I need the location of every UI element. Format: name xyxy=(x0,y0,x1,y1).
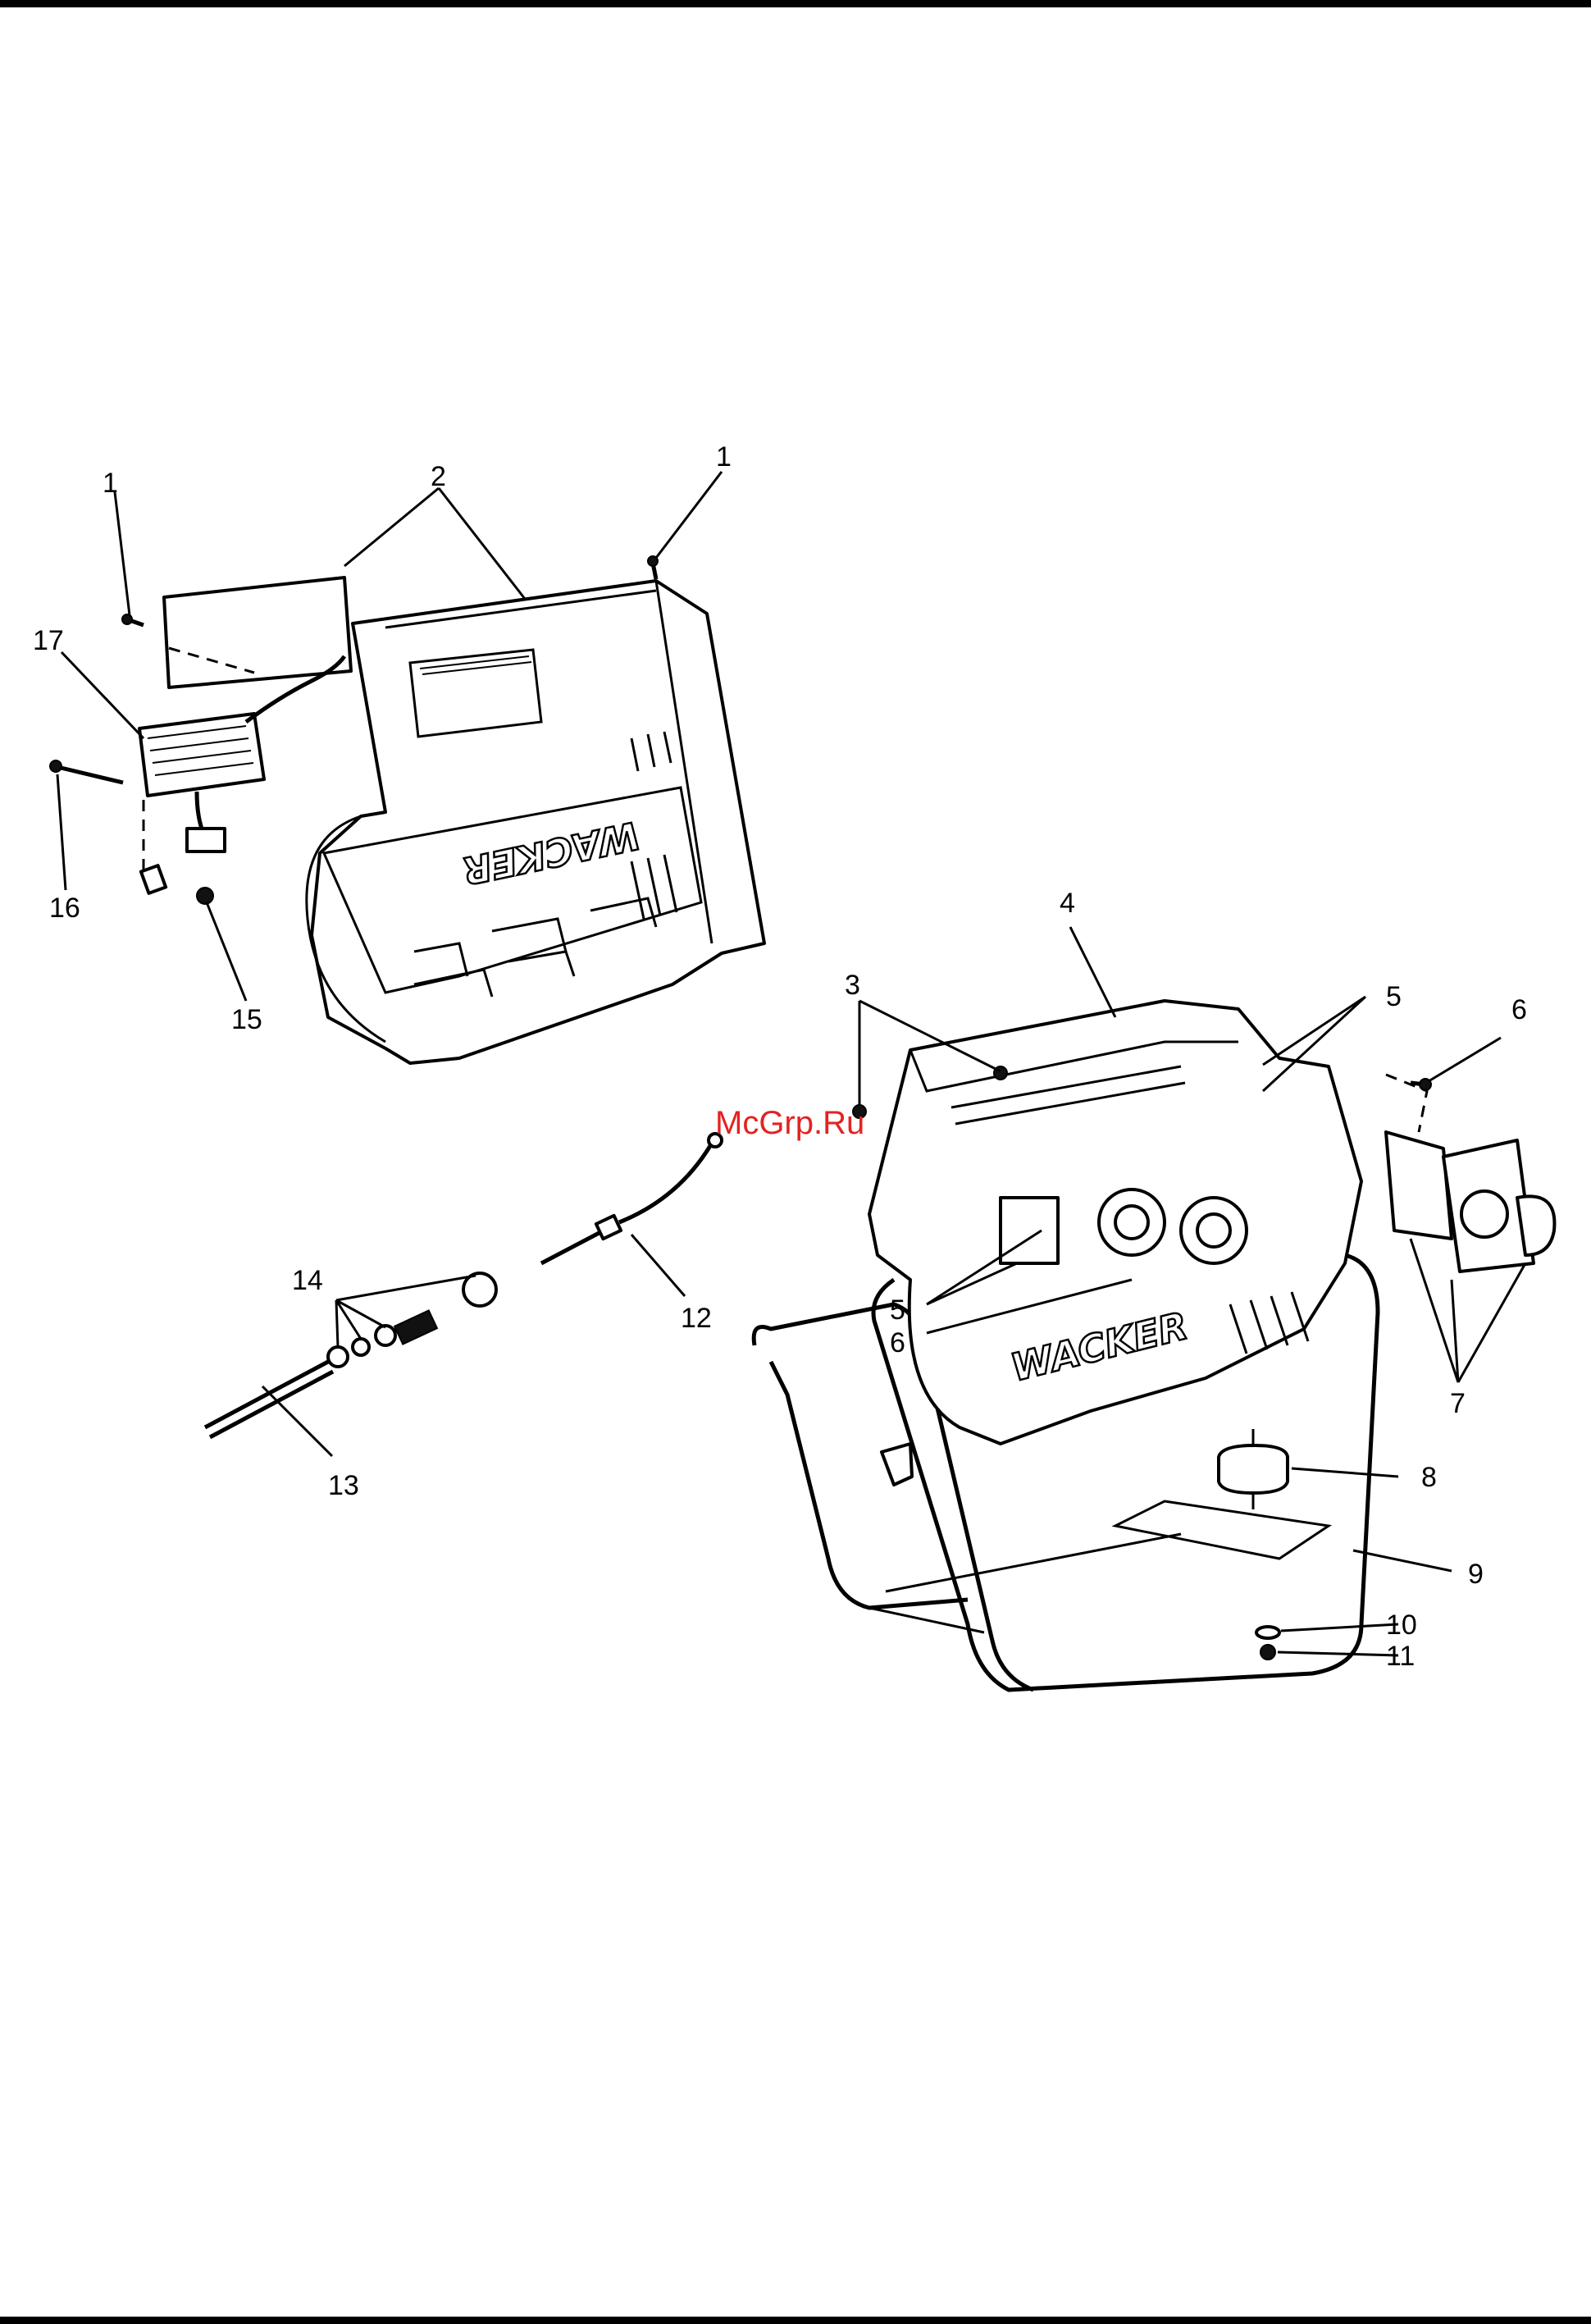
callout-4: 4 xyxy=(1060,888,1075,919)
leader-1a xyxy=(115,492,130,615)
callout-5-upper: 5 xyxy=(1386,981,1402,1012)
panel-7-knob-seat xyxy=(1461,1191,1507,1237)
callout-8: 8 xyxy=(1421,1462,1437,1493)
leader-17 xyxy=(62,652,144,738)
callout-6-upper: 6 xyxy=(1511,994,1527,1025)
leader-12 xyxy=(631,1235,685,1296)
cable-12 xyxy=(541,1229,607,1263)
rubber-mount xyxy=(1219,1445,1288,1493)
callout-1-right: 1 xyxy=(716,441,732,473)
callout-17: 17 xyxy=(33,625,64,656)
callout-7: 7 xyxy=(1450,1388,1466,1419)
leader-11 xyxy=(1278,1652,1398,1655)
cable-13 xyxy=(205,1362,328,1427)
cable-12-sleeve xyxy=(596,1216,621,1239)
outlet-plate xyxy=(1001,1198,1058,1263)
fitting-14-a xyxy=(328,1347,348,1367)
callout-16: 16 xyxy=(49,893,80,924)
callout-5-lower: 5 xyxy=(890,1294,905,1326)
nut-11 xyxy=(1260,1645,1275,1660)
washer-10 xyxy=(1256,1627,1279,1638)
cable-12-lead xyxy=(619,1140,713,1222)
callout-2: 2 xyxy=(431,461,446,492)
fitting-14-body xyxy=(394,1310,437,1344)
fitting-14-c xyxy=(376,1326,395,1345)
outlet-socket-b-inner xyxy=(1197,1214,1230,1247)
spacer xyxy=(141,865,166,893)
cover-plate xyxy=(164,578,351,687)
leader-2 xyxy=(344,488,525,599)
leader-4 xyxy=(1070,927,1115,1017)
screw-16 xyxy=(54,766,123,783)
leader-10 xyxy=(1281,1624,1398,1631)
callout-14: 14 xyxy=(292,1265,323,1296)
upper-cover-assembly: WACKER xyxy=(50,556,764,1063)
cable-parts xyxy=(205,1134,722,1437)
frame-bracket xyxy=(882,1444,912,1485)
frame-crossmember xyxy=(886,1534,1181,1591)
callout-6-lower: 6 xyxy=(890,1327,905,1358)
screw-16-head xyxy=(50,760,62,772)
fitting-14-b xyxy=(353,1339,369,1355)
panel-7-back xyxy=(1386,1132,1452,1239)
callout-3: 3 xyxy=(845,970,860,1001)
callout-11: 11 xyxy=(1386,1641,1415,1672)
generator-assembly: WACKER xyxy=(754,1001,1554,1690)
leader-1b xyxy=(656,472,722,558)
leader-9 xyxy=(1353,1550,1452,1571)
leader-15 xyxy=(207,902,246,1001)
leader-16 xyxy=(57,774,66,890)
callout-13: 13 xyxy=(328,1470,359,1501)
leader-8 xyxy=(1292,1468,1398,1477)
frame-base-rails xyxy=(869,1501,1329,1632)
callout-12: 12 xyxy=(681,1303,712,1334)
cover-housing xyxy=(312,581,764,1063)
callout-15: 15 xyxy=(231,1004,262,1035)
cable-13-outline xyxy=(210,1372,333,1437)
nut-15 xyxy=(197,888,213,904)
callout-1-left: 1 xyxy=(103,468,118,499)
callout-9: 9 xyxy=(1468,1559,1484,1590)
watermark: McGrp.Ru xyxy=(715,1105,864,1141)
panel-7-knob xyxy=(1517,1196,1554,1255)
callout-10: 10 xyxy=(1386,1609,1417,1641)
leader-13 xyxy=(262,1386,332,1456)
leader-6a xyxy=(1429,1038,1501,1081)
outlet-socket-a-inner xyxy=(1115,1206,1148,1239)
screw-1-left-head xyxy=(122,614,132,624)
connector-block xyxy=(187,829,225,852)
